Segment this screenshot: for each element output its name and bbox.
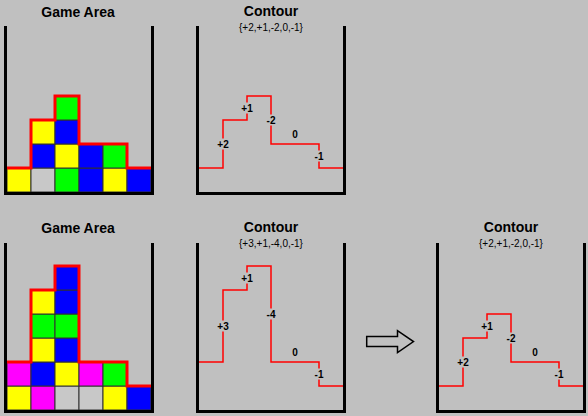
height-delta: +1 (240, 273, 253, 284)
height-delta: +1 (480, 321, 493, 332)
block (31, 338, 55, 362)
block (127, 168, 151, 192)
block (79, 386, 103, 410)
block (55, 362, 79, 386)
block (7, 168, 31, 192)
contour-outline (7, 266, 151, 386)
block (31, 144, 55, 168)
contour-vector: {+2,+1,-2,0,-1} (239, 22, 303, 33)
double-arrow (367, 331, 414, 353)
block (31, 120, 55, 144)
contour-well: Contour{+3,+1,-4,0,-1}+3+1-40-1 (196, 243, 346, 413)
block (55, 290, 79, 314)
block (31, 290, 55, 314)
height-delta: 0 (531, 347, 539, 358)
bottom-blocks (7, 266, 151, 410)
block (7, 386, 31, 410)
block (31, 314, 55, 338)
height-delta: +1 (240, 103, 253, 114)
contour-vector: {+3,+1,-4,0,-1} (239, 238, 303, 249)
height-delta: +2 (216, 139, 229, 150)
contour-line (199, 266, 343, 386)
height-delta: -2 (266, 115, 277, 126)
block (103, 144, 127, 168)
panel-title: Game Area (41, 5, 114, 20)
panel-title: Contour (244, 4, 298, 19)
block (55, 338, 79, 362)
height-delta: +2 (456, 357, 469, 368)
block (79, 362, 103, 386)
block (55, 168, 79, 192)
game-area-well: Game Area (4, 26, 154, 195)
block (55, 266, 79, 290)
panel-title: Contour (484, 220, 538, 235)
block (55, 314, 79, 338)
top-blocks (7, 96, 151, 192)
contour-vector: {+2,+1,-2,0,-1} (479, 238, 543, 249)
height-delta: -4 (266, 309, 277, 320)
block (103, 168, 127, 192)
block (55, 120, 79, 144)
contour-well: Contour{+2,+1,-2,0,-1}+2+1-20-1 (196, 26, 346, 195)
block (127, 386, 151, 410)
game-area-well: Game Area (4, 243, 154, 413)
height-delta: 0 (291, 347, 299, 358)
contour-line (439, 314, 583, 386)
block (31, 362, 55, 386)
contour-well: Contour{+2,+1,-2,0,-1}+2+1-20-1 (436, 243, 586, 413)
block (7, 362, 31, 386)
height-delta: -2 (506, 333, 517, 344)
block (31, 168, 55, 192)
block (55, 386, 79, 410)
block (79, 144, 103, 168)
block (79, 168, 103, 192)
height-delta: -1 (314, 151, 325, 162)
height-delta: 0 (291, 129, 299, 140)
height-delta: -1 (554, 369, 565, 380)
block (55, 96, 79, 120)
block (103, 362, 127, 386)
height-delta: +3 (216, 321, 229, 332)
height-delta: -1 (314, 369, 325, 380)
block (31, 386, 55, 410)
block (55, 144, 79, 168)
contour-outline (7, 96, 151, 168)
panel-title: Contour (244, 220, 298, 235)
contour-line (199, 96, 343, 168)
panel-title: Game Area (41, 221, 114, 236)
block (103, 386, 127, 410)
